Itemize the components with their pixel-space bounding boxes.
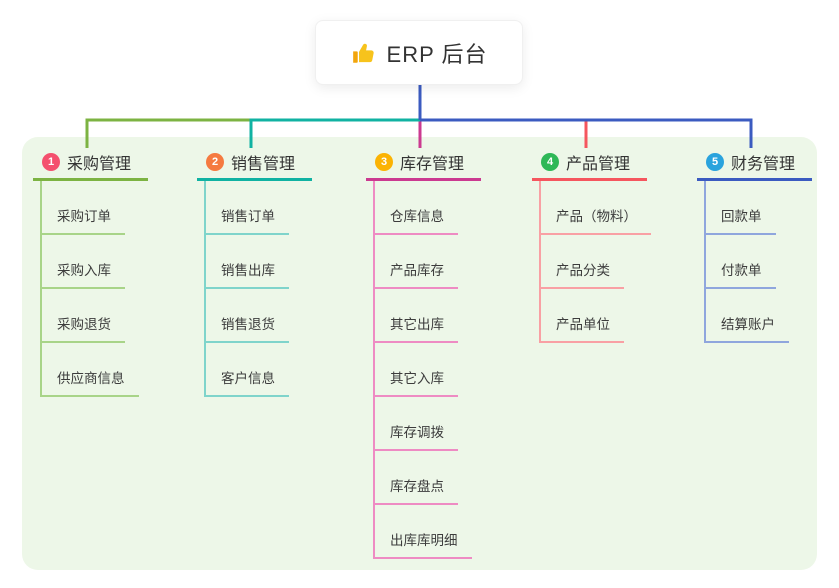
- child-label: 产品库存: [390, 263, 444, 278]
- child-node[interactable]: 回款单: [704, 181, 776, 235]
- root-node[interactable]: ERP 后台: [315, 20, 523, 85]
- branch-children: 回款单 付款单 结算账户: [697, 181, 812, 343]
- child-node[interactable]: 产品（物料）: [539, 181, 651, 235]
- child-label: 结算账户: [721, 317, 775, 332]
- child-node[interactable]: 出库库明细: [373, 505, 472, 559]
- branch-column-5: 5 财务管理 回款单 付款单 结算账户: [697, 146, 812, 343]
- child-node[interactable]: 仓库信息: [373, 181, 458, 235]
- child-node[interactable]: 采购订单: [40, 181, 125, 235]
- branch-column-4: 4 产品管理 产品（物料） 产品分类 产品单位: [532, 146, 651, 343]
- child-connector-vline: [373, 181, 375, 559]
- child-node[interactable]: 销售订单: [204, 181, 289, 235]
- branch-children: 销售订单 销售出库 销售退货 客户信息: [197, 181, 312, 397]
- root-title: ERP 后台: [386, 41, 488, 67]
- child-label: 产品分类: [556, 263, 610, 278]
- child-label: 销售订单: [221, 209, 275, 224]
- branch-header[interactable]: 4 产品管理: [532, 146, 647, 181]
- child-label: 回款单: [721, 209, 762, 224]
- child-label: 其它入库: [390, 371, 444, 386]
- child-connector-vline: [204, 181, 206, 397]
- child-label: 供应商信息: [57, 371, 125, 386]
- child-node[interactable]: 客户信息: [204, 343, 289, 397]
- child-label: 库存盘点: [390, 479, 444, 494]
- child-node[interactable]: 库存调拨: [373, 397, 458, 451]
- branch-label: 库存管理: [400, 156, 465, 173]
- child-connector-vline: [539, 181, 541, 343]
- branch-label: 财务管理: [731, 156, 796, 173]
- child-label: 销售退货: [221, 317, 275, 332]
- branch-label: 采购管理: [67, 156, 132, 173]
- child-label: 出库库明细: [390, 533, 458, 548]
- branch-number-badge: 4: [541, 153, 559, 171]
- child-node[interactable]: 其它入库: [373, 343, 458, 397]
- branch-number-badge: 3: [375, 153, 393, 171]
- branch-children: 仓库信息 产品库存 其它出库 其它入库 库存调拨 库存盘点 出库库明细: [366, 181, 481, 559]
- child-node[interactable]: 付款单: [704, 235, 776, 289]
- child-node[interactable]: 供应商信息: [40, 343, 139, 397]
- child-label: 产品单位: [556, 317, 610, 332]
- branch-label: 产品管理: [566, 156, 631, 173]
- branch-label: 销售管理: [231, 156, 296, 173]
- child-node[interactable]: 产品分类: [539, 235, 624, 289]
- branch-header[interactable]: 2 销售管理: [197, 146, 312, 181]
- child-node[interactable]: 销售出库: [204, 235, 289, 289]
- child-connector-vline: [40, 181, 42, 397]
- child-label: 采购退货: [57, 317, 111, 332]
- child-label: 采购订单: [57, 209, 111, 224]
- child-label: 其它出库: [390, 317, 444, 332]
- mindmap-panel: [22, 137, 817, 570]
- child-label: 付款单: [721, 263, 762, 278]
- child-label: 客户信息: [221, 371, 275, 386]
- branch-children: 采购订单 采购入库 采购退货 供应商信息: [33, 181, 148, 397]
- child-label: 采购入库: [57, 263, 111, 278]
- child-node[interactable]: 产品单位: [539, 289, 624, 343]
- child-node[interactable]: 销售退货: [204, 289, 289, 343]
- child-label: 产品（物料）: [556, 209, 637, 224]
- child-connector-vline: [704, 181, 706, 343]
- child-node[interactable]: 产品库存: [373, 235, 458, 289]
- branch-column-2: 2 销售管理 销售订单 销售出库 销售退货 客户信息: [197, 146, 312, 397]
- branch-number-badge: 5: [706, 153, 724, 171]
- branch-header[interactable]: 3 库存管理: [366, 146, 481, 181]
- branch-number-badge: 1: [42, 153, 60, 171]
- child-node[interactable]: 采购入库: [40, 235, 125, 289]
- branch-column-3: 3 库存管理 仓库信息 产品库存 其它出库 其它入库 库存调拨 库存盘点 出库库…: [366, 146, 481, 559]
- child-node[interactable]: 采购退货: [40, 289, 125, 343]
- branch-header[interactable]: 5 财务管理: [697, 146, 812, 181]
- child-node[interactable]: 结算账户: [704, 289, 789, 343]
- branch-children: 产品（物料） 产品分类 产品单位: [532, 181, 651, 343]
- child-label: 仓库信息: [390, 209, 444, 224]
- branch-header[interactable]: 1 采购管理: [33, 146, 148, 181]
- branch-number-badge: 2: [206, 153, 224, 171]
- child-label: 库存调拨: [390, 425, 444, 440]
- thumbs-up-icon: [351, 40, 377, 66]
- child-node[interactable]: 库存盘点: [373, 451, 458, 505]
- child-node[interactable]: 其它出库: [373, 289, 458, 343]
- child-label: 销售出库: [221, 263, 275, 278]
- branch-column-1: 1 采购管理 采购订单 采购入库 采购退货 供应商信息: [33, 146, 148, 397]
